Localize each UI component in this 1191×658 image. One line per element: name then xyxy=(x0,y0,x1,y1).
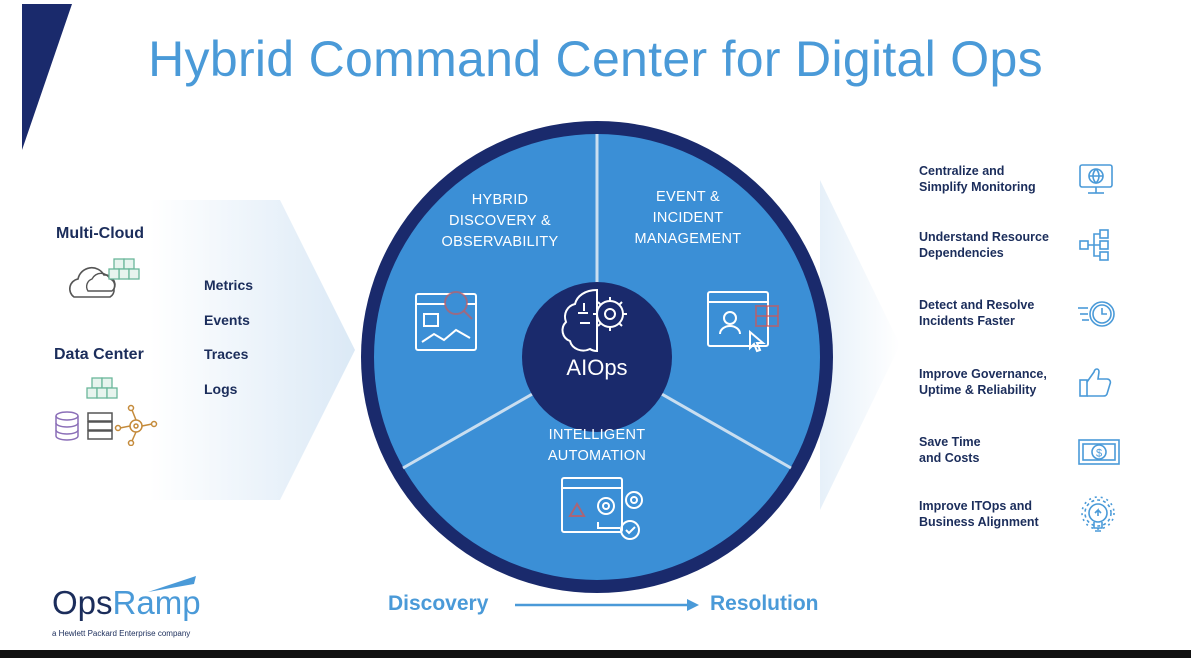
brain-gear-icon xyxy=(561,288,627,353)
data-center-label: Data Center xyxy=(54,346,144,363)
signal-metrics: Metrics xyxy=(204,277,254,293)
svg-text:$: $ xyxy=(1096,448,1102,460)
monitor-globe-icon xyxy=(1079,164,1113,194)
dependency-tree-icon xyxy=(1079,229,1109,261)
lightbulb-icon xyxy=(1081,496,1115,532)
corner-decoration xyxy=(22,4,72,150)
signal-logs: Logs xyxy=(204,381,238,397)
aiops-core xyxy=(522,282,672,432)
input-arrow-shape xyxy=(150,200,355,500)
data-center-icon xyxy=(55,377,158,446)
multi-cloud-label: Multi-Cloud xyxy=(56,225,144,242)
fast-clock-icon xyxy=(1078,301,1115,327)
discovery-window-icon xyxy=(415,291,477,351)
aiops-label: AIOps xyxy=(566,355,628,380)
output-arrow-shape xyxy=(820,180,900,510)
segment-discovery-label: HYBRID DISCOVERY & OBSERVABILITY xyxy=(441,192,559,250)
opsramp-logo: OpsRamp xyxy=(52,584,201,621)
incident-monitor-icon xyxy=(707,291,779,353)
logo-swoosh xyxy=(148,576,196,592)
automation-gears-icon xyxy=(561,477,643,540)
page-title: Hybrid Command Center for Digital Ops xyxy=(148,31,1043,87)
logo-tagline: a Hewlett Packard Enterprise company xyxy=(52,629,191,638)
dollar-bill-icon: $ xyxy=(1078,439,1120,465)
cloud-icon xyxy=(69,258,140,298)
bottom-bar xyxy=(0,650,1191,658)
signal-events: Events xyxy=(204,312,250,328)
flow-start-label: Discovery xyxy=(388,592,489,615)
flow-end-label: Resolution xyxy=(710,592,819,615)
aiops-wheel xyxy=(361,121,833,593)
thumbs-up-icon xyxy=(1079,368,1112,397)
signal-traces: Traces xyxy=(204,346,249,362)
segment-event-label: EVENT & INCIDENT MANAGEMENT xyxy=(634,189,742,247)
flow-arrow xyxy=(515,599,699,611)
segment-automation-label: INTELLIGENT AUTOMATION xyxy=(547,427,647,464)
benefit-governance: Improve Governance,Uptime & Reliability xyxy=(919,367,1047,397)
